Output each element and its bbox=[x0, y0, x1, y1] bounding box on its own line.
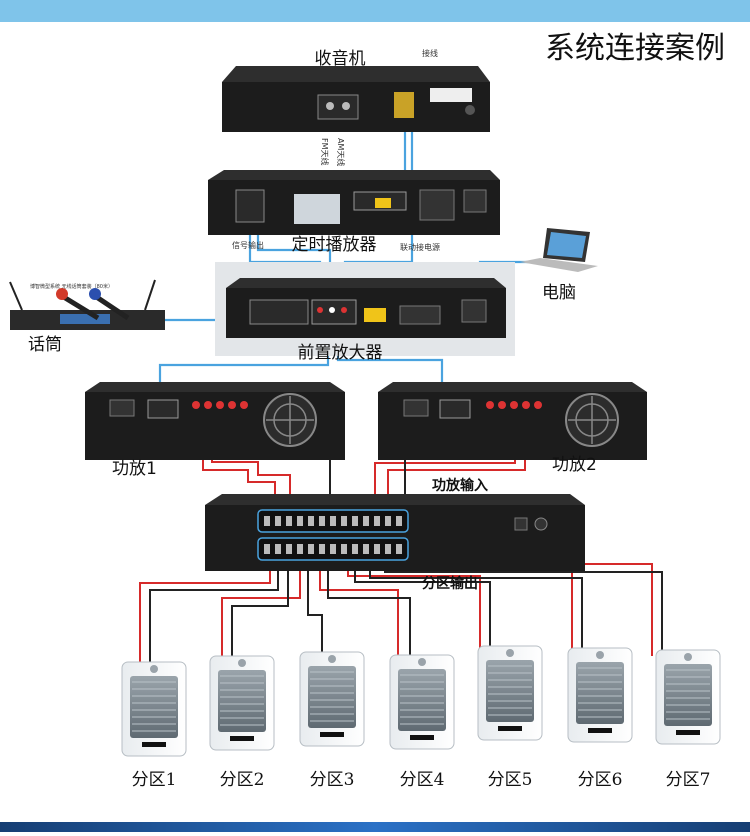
timer-player-label: 定时播放器 bbox=[292, 235, 377, 255]
zone-output-label: 分区输出 bbox=[422, 575, 478, 592]
zone-label-7: 分区7 bbox=[666, 770, 711, 790]
amp1-device bbox=[85, 382, 345, 460]
amp1-label: 功放1 bbox=[112, 459, 157, 479]
zone-label-2: 分区2 bbox=[220, 770, 265, 790]
amp-input-label: 功放输入 bbox=[432, 477, 488, 494]
microphone-label: 话筒 bbox=[28, 335, 62, 355]
zone-divider-device bbox=[205, 494, 585, 571]
speaker-zone-7 bbox=[655, 649, 721, 745]
timer-player-device bbox=[208, 170, 500, 235]
speaker-zone-6 bbox=[567, 647, 633, 743]
amp2-label: 功放2 bbox=[552, 455, 597, 475]
computer-device bbox=[520, 228, 598, 272]
top-band bbox=[0, 0, 750, 22]
zone-label-4: 分区4 bbox=[400, 770, 445, 790]
fm-antenna-label: FM天线 bbox=[320, 138, 330, 166]
speaker-zone-5 bbox=[477, 645, 543, 741]
preamp-label: 前置放大器 bbox=[298, 343, 383, 363]
bottom-band bbox=[0, 822, 750, 832]
speaker-zone-3 bbox=[299, 651, 365, 747]
speaker-zone-1 bbox=[121, 661, 187, 757]
radio-device bbox=[222, 66, 490, 132]
zone-label-6: 分区6 bbox=[578, 770, 623, 790]
speaker-zone-4 bbox=[389, 654, 455, 750]
computer-label: 电脑 bbox=[542, 283, 576, 303]
speaker-zone-2 bbox=[209, 655, 275, 751]
speakers-group bbox=[121, 645, 721, 757]
amp2-device bbox=[378, 382, 647, 460]
zone-label-3: 分区3 bbox=[310, 770, 355, 790]
zone-label-1: 分区1 bbox=[132, 770, 177, 790]
microphone-device bbox=[9, 279, 165, 330]
mic-system-label: 博智微型系统 无线话筒套装（80米） bbox=[30, 283, 113, 290]
radio-side-label: 接线 bbox=[422, 48, 438, 58]
am-antenna-label: AM天线 bbox=[336, 138, 346, 166]
preamp-device bbox=[215, 262, 515, 356]
radio-label: 收音机 bbox=[315, 49, 366, 69]
page-title: 系统连接案例 bbox=[545, 31, 725, 66]
signal-out-label: 信号输出 bbox=[232, 240, 264, 250]
zone-label-5: 分区5 bbox=[488, 770, 533, 790]
power-link-label: 联动接电源 bbox=[400, 242, 440, 252]
zone-labels-group: 分区1 分区2 分区3 分区4 分区5 分区6 分区7 bbox=[132, 770, 711, 790]
